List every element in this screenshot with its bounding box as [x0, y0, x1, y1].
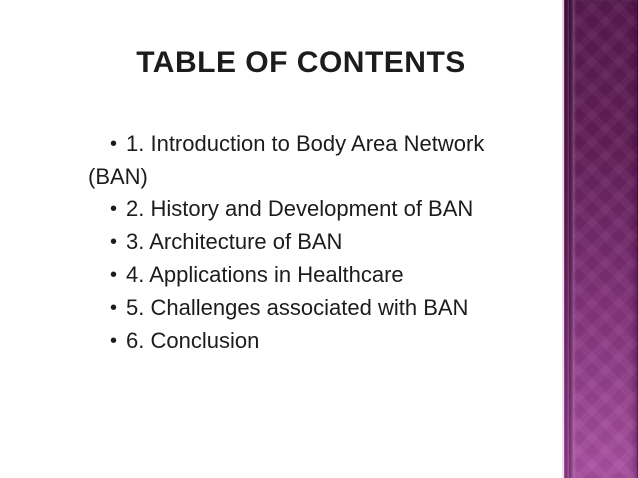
list-item: •1. Introduction to Body Area Network (B… [88, 128, 522, 193]
sidebar-edge-highlight [562, 0, 564, 478]
toc-item-label: 5. Challenges associated with BAN [126, 295, 469, 320]
toc-item-label: 1. Introduction to Body Area Network (BA… [88, 131, 485, 189]
bullet-icon: • [110, 297, 118, 319]
toc-item-label: 4. Applications in Healthcare [126, 262, 404, 287]
bullet-icon: • [110, 133, 118, 155]
toc-item-label: 6. Conclusion [126, 328, 260, 353]
bullet-icon: • [110, 330, 118, 352]
sidebar-gradient-panel [573, 0, 638, 478]
list-item: • 3. Architecture of BAN [88, 226, 522, 259]
sidebar-inner-stripe [564, 0, 573, 478]
bullet-icon: • [110, 231, 118, 253]
toc-list: •1. Introduction to Body Area Network (B… [0, 128, 562, 358]
slide-content: TABLE OF CONTENTS •1. Introduction to Bo… [0, 46, 562, 358]
page-title: TABLE OF CONTENTS [136, 46, 466, 79]
decorative-sidebar [562, 0, 638, 478]
toc-item-label: 2. History and Development of BAN [126, 196, 474, 221]
list-item: • 4. Applications in Healthcare [88, 259, 522, 292]
toc-item-label: 3. Architecture of BAN [126, 229, 343, 254]
list-item: • 6. Conclusion [88, 325, 522, 358]
bullet-icon: • [110, 198, 118, 220]
list-item: • 2. History and Development of BAN [88, 193, 522, 226]
bullet-icon: • [110, 264, 118, 286]
list-item: • 5. Challenges associated with BAN [88, 292, 522, 325]
